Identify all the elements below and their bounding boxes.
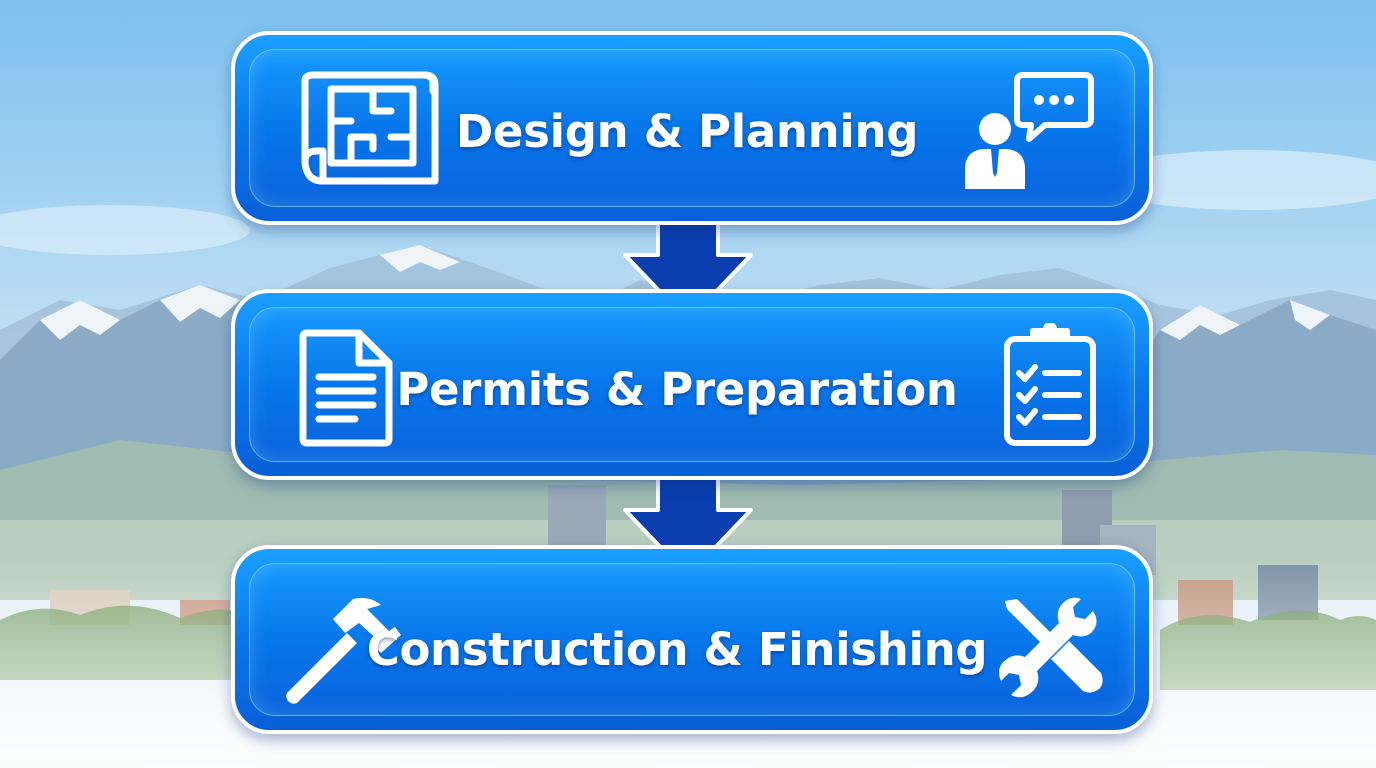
consultant-chat-icon [965,69,1095,193]
step-title: Construction & Finishing [366,623,988,676]
step-construction-finishing: Construction & Finishing [231,545,1153,734]
checklist-clipboard-icon [1003,323,1099,447]
wrench-screwdriver-icon [997,595,1107,705]
step-title: Permits & Preparation [396,363,958,416]
document-icon [299,329,395,447]
step-title: Design & Planning [455,105,919,158]
step-design-planning: Design & Planning [231,31,1153,225]
step-permits-preparation: Permits & Preparation [231,289,1153,480]
hammer-icon [283,595,403,705]
blueprint-icon [301,71,441,189]
